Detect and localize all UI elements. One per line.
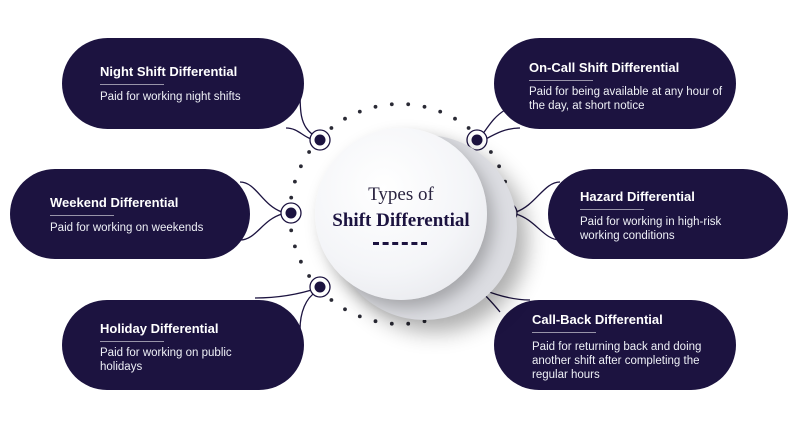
card-holiday: Holiday Differential Paid for working on…: [62, 300, 304, 390]
ring-dot: [497, 164, 501, 169]
ring-dot: [438, 109, 443, 114]
connector-holiday: [254, 287, 319, 299]
ring-dot: [329, 298, 334, 302]
card-call-back-rule: [532, 332, 596, 333]
card-weekend-rule: [50, 215, 114, 216]
ring-dot: [293, 179, 297, 184]
card-on-call-description: Paid for being available at any hour of …: [529, 86, 723, 112]
center-title-line2: Shift Differential: [332, 210, 470, 231]
card-on-call-title: On-Call Shift Differential: [529, 60, 680, 75]
ring-dot: [422, 319, 427, 324]
node-weekend: [280, 202, 302, 224]
ring-dot: [343, 116, 347, 121]
ring-dot: [299, 259, 303, 264]
card-call-back-description: Paid for returning back and doing anothe…: [532, 341, 702, 381]
card-hazard-title: Hazard Differential: [580, 189, 695, 204]
card-holiday-title: Holiday Differential: [100, 321, 219, 336]
ring-dot: [299, 164, 303, 169]
ring-dot: [406, 321, 411, 326]
ring-dot: [289, 228, 294, 233]
card-holiday-description: Paid for working on public holidays: [100, 347, 232, 373]
node-on-call: [466, 129, 488, 151]
card-night-shift-rule: [100, 84, 164, 85]
card-weekend-description: Paid for working on weekends: [50, 222, 204, 234]
connector-on-call-branch: [483, 127, 521, 141]
ring-dot: [453, 116, 457, 121]
ring-dot: [307, 274, 311, 278]
ring-dot: [343, 307, 347, 312]
center-circle: Types of Shift Differential: [315, 128, 487, 300]
ring-dot: [357, 314, 362, 319]
ring-dot: [422, 104, 427, 109]
ring-dot: [489, 150, 493, 154]
card-night-shift-description: Paid for working night shifts: [100, 91, 241, 103]
ring-dot: [329, 126, 334, 130]
connector-hazard: [515, 181, 561, 213]
card-hazard: Hazard Differential Paid for working in …: [548, 169, 788, 259]
connector-weekend: [239, 181, 283, 213]
card-night-shift-title: Night Shift Differential: [100, 64, 238, 79]
card-hazard-description: Paid for working in high-risk working co…: [580, 216, 722, 242]
card-night-shift: Night Shift Differential Paid for workin…: [62, 38, 304, 129]
card-call-back: Call-Back Differential Paid for returnin…: [494, 300, 736, 390]
ring-dot: [373, 319, 378, 324]
ring-dot: [307, 150, 311, 154]
connector-holiday-branch: [299, 291, 317, 331]
ring-dot: [357, 109, 362, 114]
card-hazard-rule: [580, 209, 644, 210]
connector-weekend-branch: [239, 213, 283, 241]
node-night-shift: [309, 129, 331, 151]
ring-dot: [389, 102, 394, 107]
ring-dot: [406, 102, 411, 107]
card-weekend: Weekend Differential Paid for working on…: [10, 169, 250, 259]
card-weekend-title: Weekend Differential: [50, 195, 179, 210]
card-on-call-rule: [529, 80, 593, 81]
center-title-line1: Types of: [368, 184, 434, 205]
card-on-call: On-Call Shift Differential Paid for bein…: [494, 38, 736, 129]
node-holiday: [309, 276, 331, 298]
ring-dot: [289, 195, 294, 200]
card-holiday-rule: [100, 341, 164, 342]
center-underline: [373, 242, 427, 245]
card-call-back-title: Call-Back Differential: [532, 312, 663, 327]
ring-dot: [389, 321, 394, 326]
ring-dot: [466, 126, 471, 130]
ring-dot: [293, 244, 297, 249]
ring-dot: [373, 104, 378, 109]
